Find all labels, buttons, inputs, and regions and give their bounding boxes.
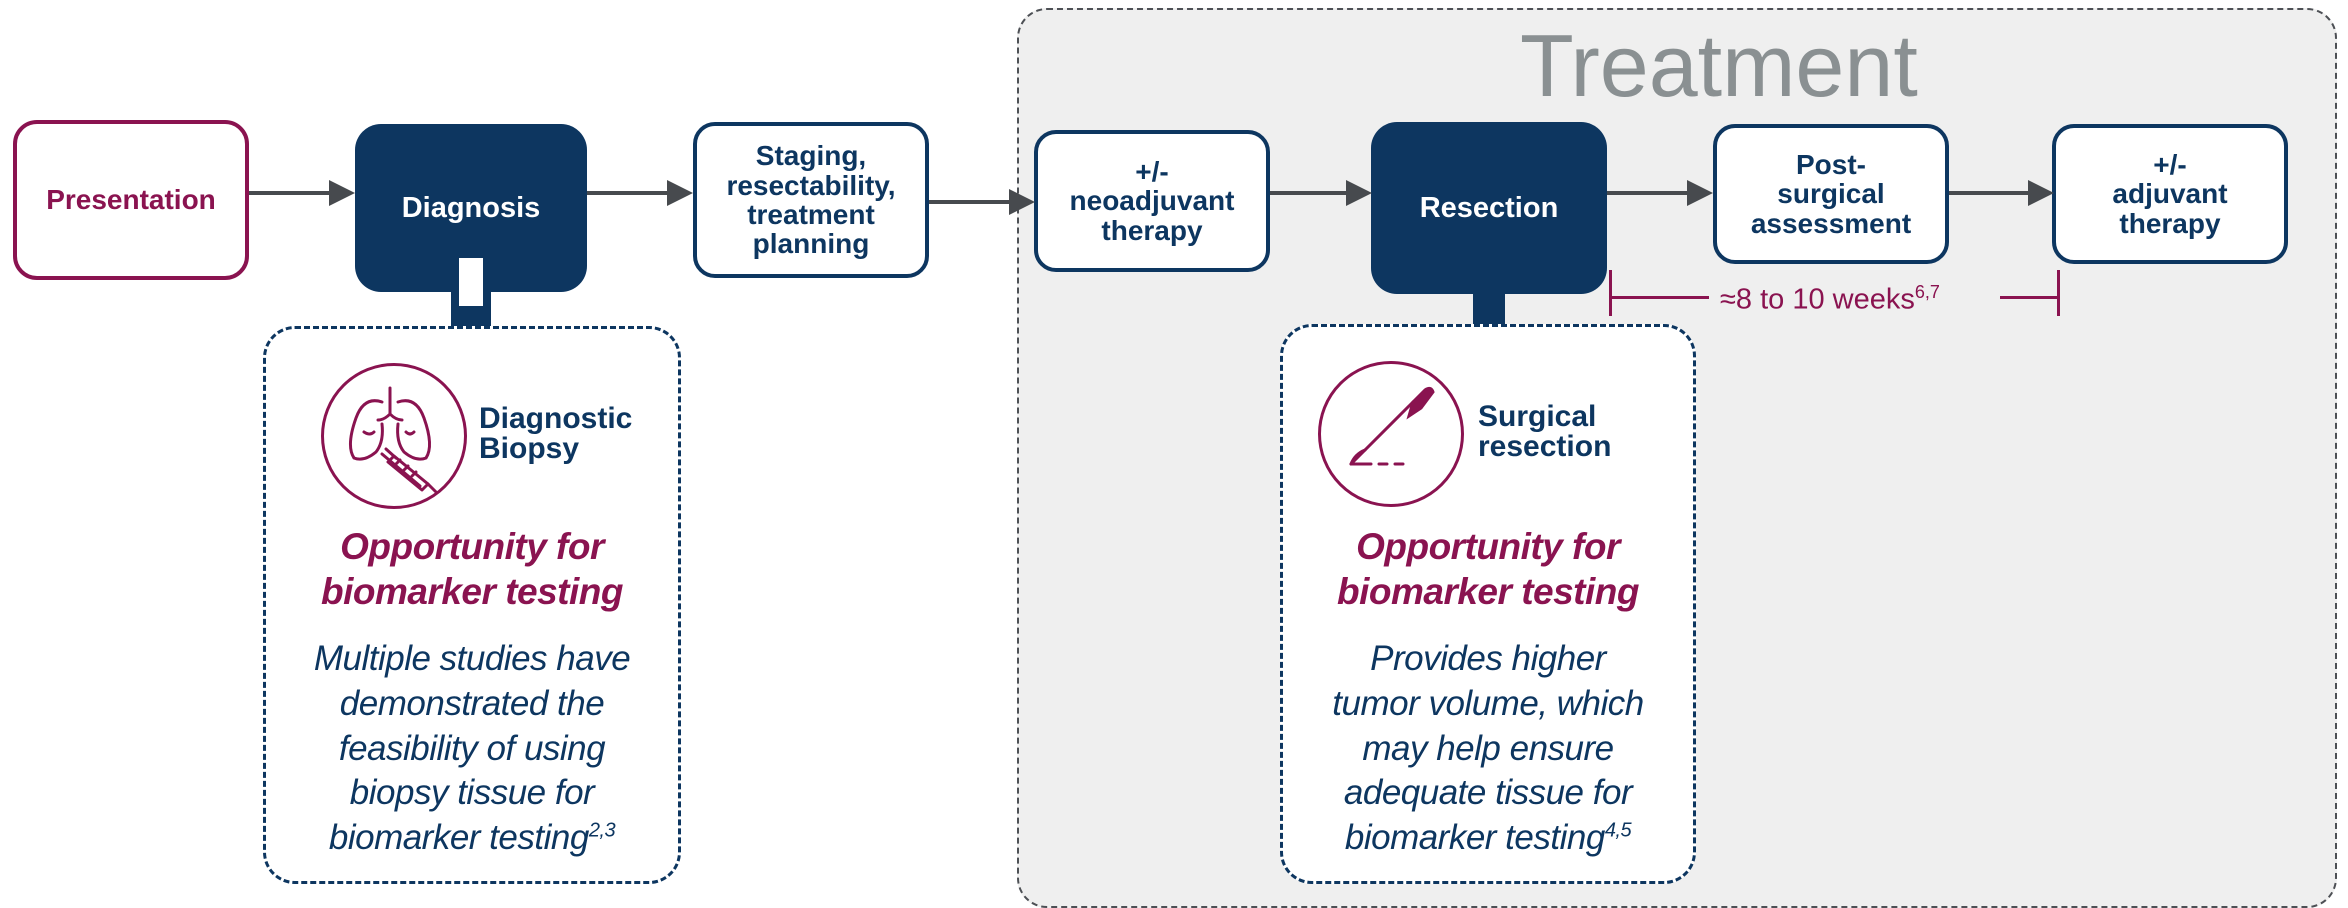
callout-resection-desc-line: Provides higher xyxy=(1370,639,1606,678)
callout-biopsy-description: Multiple studies have demonstrated the f… xyxy=(266,637,678,861)
interval-refs: 6,7 xyxy=(1914,282,1940,302)
callout-resection-desc-last: biomarker testing4,5 xyxy=(1283,816,1693,861)
callout-resection-heading: Surgical resection xyxy=(1478,402,1611,462)
callout-resection-desc-line: biomarker testing xyxy=(1344,818,1605,858)
callout-biopsy-desc-line: biomarker testing xyxy=(328,818,589,858)
step-resection: Resection xyxy=(1371,122,1607,294)
callout-resection-heading-line1: Surgical xyxy=(1478,400,1597,433)
step-adjuvant: +/- adjuvant therapy xyxy=(2052,124,2288,264)
callout-resection-opportunity: Opportunity for biomarker testing xyxy=(1283,524,1693,614)
interval-text: ≈8 to 10 weeks xyxy=(1720,283,1915,316)
lungs-syringe-icon xyxy=(321,363,467,509)
interval-label: ≈8 to 10 weeks6,7 xyxy=(1720,282,1940,317)
step-resection-label: Resection xyxy=(1419,191,1559,224)
callout-resection-desc-line: may help ensure xyxy=(1362,728,1614,768)
callout-biopsy-desc-line: demonstrated the xyxy=(339,683,605,723)
callout-biopsy-desc-line: feasibility of using xyxy=(338,728,606,768)
callout-resection-desc-line: tumor volume, which xyxy=(1332,683,1644,723)
callout-surgical-resection: Surgical resection Opportunity for bioma… xyxy=(1280,324,1696,884)
callout-resection-desc-line: adequate tissue for xyxy=(1343,773,1633,813)
callout-biopsy-heading-line2: Biopsy xyxy=(479,432,580,465)
step-adjuvant-label: +/- adjuvant therapy xyxy=(2112,148,2228,239)
step-post-surgical-label: Post- surgical assessment xyxy=(1750,148,1912,239)
callout-biopsy-heading-line1: Diagnostic xyxy=(479,402,633,435)
callout-resection-opportunity-line2: biomarker testing xyxy=(1337,571,1639,613)
callout-biopsy-heading: Diagnostic Biopsy xyxy=(479,404,632,464)
callout-resection-refs: 4,5 xyxy=(1604,819,1632,842)
step-post-surgical: Post- surgical assessment xyxy=(1713,124,1949,264)
callout-biopsy-opportunity: Opportunity for biomarker testing xyxy=(266,524,678,614)
scalpel-icon xyxy=(1318,361,1464,507)
callout-diagnostic-biopsy: Diagnostic Biopsy Opportunity for biomar… xyxy=(263,326,681,884)
callout-resection-description: Provides higher tumor volume, which may … xyxy=(1283,637,1693,861)
callout-biopsy-desc-last: biomarker testing2,3 xyxy=(266,816,678,861)
callout-resection-opportunity-line1: Opportunity for xyxy=(1356,526,1620,567)
callout-biopsy-desc-line: Multiple studies have xyxy=(313,639,631,678)
step-neoadjuvant: +/- neoadjuvant therapy xyxy=(1034,130,1270,272)
step-diagnosis-label: Diagnosis xyxy=(401,191,541,224)
treatment-title: Treatment xyxy=(1520,16,1918,115)
step-neoadjuvant-label: +/- neoadjuvant therapy xyxy=(1069,155,1235,246)
callout-biopsy-opportunity-line1: Opportunity for xyxy=(340,526,604,567)
callout-resection-heading-line2: resection xyxy=(1478,430,1612,463)
callout-biopsy-refs: 2,3 xyxy=(588,819,616,842)
step-presentation-label: Presentation xyxy=(46,184,216,216)
step-presentation: Presentation xyxy=(13,120,249,280)
callout-biopsy-opportunity-line2: biomarker testing xyxy=(321,571,623,613)
step-staging: Staging, resectability, treatment planni… xyxy=(693,122,929,278)
step-staging-label: Staging, resectability, treatment planni… xyxy=(726,140,896,260)
callout-biopsy-desc-line: biopsy tissue for xyxy=(349,773,595,813)
